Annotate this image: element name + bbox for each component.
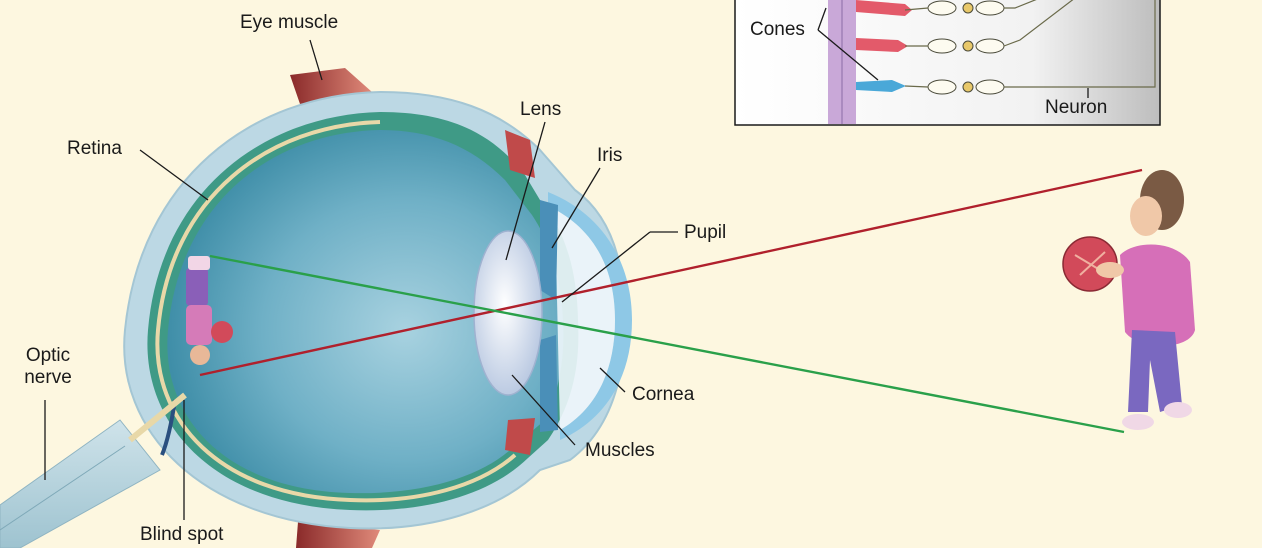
label-optic-nerve: Optic nerve: [18, 345, 78, 389]
label-neuron: Neuron: [1045, 97, 1107, 119]
label-pupil: Pupil: [684, 222, 726, 244]
cornea: [548, 192, 632, 440]
label-eye-muscle: Eye muscle: [240, 12, 338, 34]
child-figure: [1063, 170, 1195, 430]
label-iris: Iris: [597, 145, 622, 167]
label-muscles: Muscles: [585, 440, 655, 462]
label-cornea: Cornea: [632, 384, 694, 406]
label-optic-nerve-line2: nerve: [18, 367, 78, 389]
label-cones: Cones: [750, 19, 805, 41]
label-optic-nerve-line1: Optic: [18, 345, 78, 367]
optic-nerve: [0, 420, 160, 548]
label-lens: Lens: [520, 99, 561, 121]
label-retina: Retina: [67, 138, 122, 160]
label-blind-spot: Blind spot: [140, 524, 223, 546]
